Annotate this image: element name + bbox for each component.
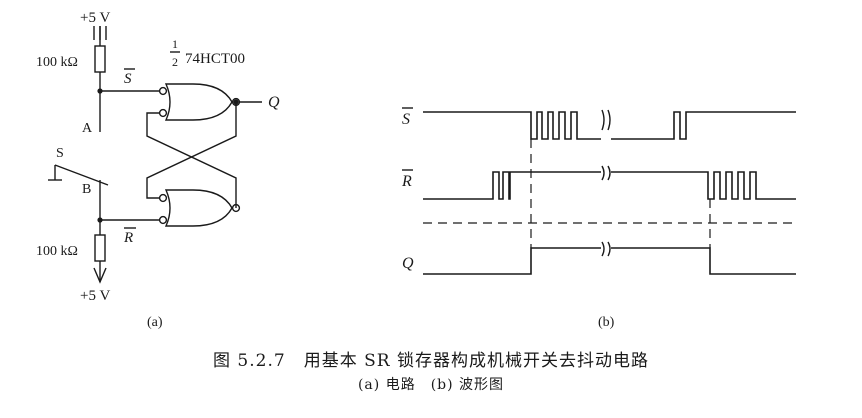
wave-s xyxy=(423,111,796,140)
wave-s-label: S xyxy=(402,111,410,128)
nand-gate-lower xyxy=(164,189,241,227)
sig-r-label: R xyxy=(123,230,133,246)
vcc-top-label: +5 V xyxy=(80,10,110,26)
resistor-bottom-label: 100 kΩ xyxy=(36,244,78,259)
chip-frac-num: 1 xyxy=(172,37,178,51)
panel-b-label: (b) xyxy=(598,315,615,330)
resistor-top-label: 100 kΩ xyxy=(36,55,78,70)
resistor-top xyxy=(94,45,106,73)
circuit-panel: +5 V 100 kΩ A S 1 2 74HCT00 Q xyxy=(36,10,280,330)
switch-blade xyxy=(54,164,109,186)
supply-arrow-bottom xyxy=(93,267,107,284)
wire-cross-q-to-lower xyxy=(146,102,237,199)
waveform-panel: S R Q (b) xyxy=(401,106,796,330)
node-b-label: B xyxy=(82,182,91,197)
chip-name: 74HCT00 xyxy=(185,51,245,67)
wire-cross-lower-to-upper xyxy=(146,112,237,208)
wave-r xyxy=(423,171,796,200)
wave-q xyxy=(423,247,796,275)
output-q-label: Q xyxy=(268,94,280,111)
nand-gate-upper xyxy=(164,83,241,121)
input-bubble-upper-s xyxy=(158,86,168,96)
figure-subcaption: (a) 电路 (b) 波形图 xyxy=(357,377,505,393)
input-bubble-lower-fb xyxy=(158,193,168,203)
sig-s-label: S xyxy=(124,71,132,87)
node-a-label: A xyxy=(82,121,93,136)
chip-frac-den: 2 xyxy=(172,55,178,69)
figure-caption: 图 5.2.7 用基本 SR 锁存器构成机械开关去抖动电路 xyxy=(213,351,649,371)
input-bubble-upper-fb xyxy=(158,108,168,118)
panel-a-label: (a) xyxy=(147,315,163,330)
vcc-bottom-label: +5 V xyxy=(80,288,110,304)
resistor-bottom xyxy=(94,234,106,262)
switch-label: S xyxy=(56,146,64,161)
wave-r-label: R xyxy=(401,173,412,190)
figure: +5 V 100 kΩ A S 1 2 74HCT00 Q xyxy=(36,10,796,330)
input-bubble-lower-r xyxy=(158,215,168,225)
wave-q-label: Q xyxy=(402,255,414,272)
time-break-marks xyxy=(601,106,611,257)
